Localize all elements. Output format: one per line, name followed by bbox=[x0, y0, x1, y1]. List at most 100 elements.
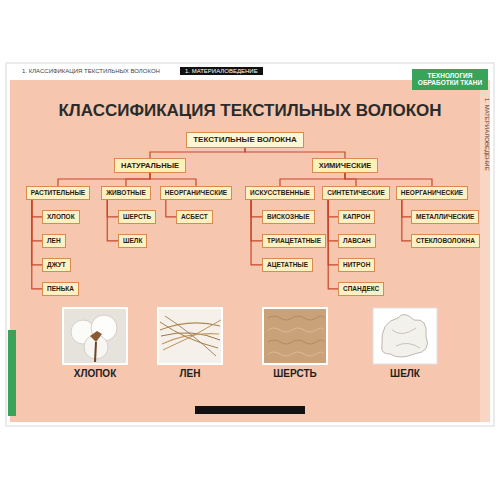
tree-connector bbox=[32, 200, 42, 265]
node-text: ИСКУССТВЕННЫЕ bbox=[250, 189, 310, 197]
photo-caption: ШЕЛК bbox=[390, 368, 420, 379]
group-box: ЖИВОТНЫЕ bbox=[101, 186, 151, 200]
group-box: ИСКУССТВЕННЫЕ bbox=[245, 186, 315, 200]
fiber-box: АСБЕСТ bbox=[176, 210, 213, 224]
node-text: ТЕХНОЛОГИЯ ОБРАБОТКИ ТКАНИ bbox=[416, 72, 484, 87]
wool-texture bbox=[268, 328, 324, 332]
node-text: ВИСКОЗНЫЕ bbox=[267, 213, 310, 221]
node-text: МЕТАЛЛИЧЕСКИЕ bbox=[416, 213, 474, 221]
side-text: 1. МАТЕРИАЛОВЕДЕНИЕ bbox=[484, 98, 490, 171]
fiber-box: СПАНДЕКС bbox=[338, 282, 384, 296]
tree-connector bbox=[328, 200, 338, 289]
fiber-box: ПЕНЬКА bbox=[42, 282, 79, 296]
tree-connector bbox=[402, 200, 411, 241]
node-text: ШЕЛК bbox=[123, 237, 142, 245]
fiber-box: ШЕРСТЬ bbox=[118, 210, 156, 224]
tree-connector bbox=[328, 200, 338, 265]
fiber-box: ТРИАЦЕТАТНЫЕ bbox=[262, 234, 326, 248]
node-text: КАПРОН bbox=[343, 213, 370, 221]
tree-connector bbox=[251, 200, 262, 217]
photo-frame bbox=[373, 308, 437, 364]
group-box: НЕОРГАНИЧЕСКИЕ bbox=[160, 186, 232, 200]
fiber-box: СТЕКЛОВОЛОКНА bbox=[411, 234, 480, 248]
tree-connector bbox=[166, 200, 176, 217]
fiber-box: ХЛОПОК bbox=[42, 210, 80, 224]
group-box: НЕОРГАНИЧЕСКИЕ bbox=[396, 186, 468, 200]
tree-connector bbox=[107, 200, 118, 217]
wool-texture bbox=[268, 340, 324, 344]
wool-photo bbox=[263, 308, 327, 364]
tree-connector bbox=[126, 173, 150, 186]
side-band bbox=[480, 80, 490, 422]
tree-connector bbox=[150, 173, 196, 186]
photo-caption: ШЕРСТЬ bbox=[273, 368, 316, 379]
node-text: ХИМИЧЕСКИЕ bbox=[319, 161, 372, 170]
photo-frame bbox=[63, 308, 127, 364]
silk-cocoon bbox=[382, 314, 428, 357]
tree-connector bbox=[245, 148, 345, 158]
tree-connector bbox=[107, 200, 118, 241]
fiber-box: ДЖУТ bbox=[42, 258, 71, 272]
silk-photo bbox=[373, 308, 437, 364]
photo-frame bbox=[158, 308, 222, 364]
group-box: СИНТЕТИЧЕСКИЕ bbox=[322, 186, 390, 200]
tree-connector bbox=[150, 148, 245, 158]
cotton-stem bbox=[95, 342, 96, 362]
cotton-photo bbox=[63, 308, 127, 364]
section-bar: 1. МАТЕРИАЛОВЕДЕНИЕ bbox=[180, 67, 263, 75]
cotton-boll bbox=[91, 315, 117, 341]
tree-connector bbox=[32, 200, 42, 289]
node-text: СИНТЕТИЧЕСКИЕ bbox=[327, 189, 385, 197]
fiber-box: НИТРОН bbox=[338, 258, 375, 272]
tree-connector bbox=[328, 200, 338, 241]
poster-title: КЛАССИФИКАЦИЯ ТЕКСТИЛЬНЫХ ВОЛОКОН bbox=[0, 101, 500, 121]
photo-caption: ХЛОПОК bbox=[74, 368, 117, 379]
node-text: НЕОРГАНИЧЕСКИЕ bbox=[401, 189, 463, 197]
node-text: НАТУРАЛЬНЫЕ bbox=[121, 161, 179, 170]
category-box: НАТУРАЛЬНЫЕ bbox=[114, 158, 186, 173]
flax-photo bbox=[158, 308, 222, 364]
photo-frame bbox=[263, 308, 327, 364]
header-text: 1. КЛАССИФИКАЦИЯ ТЕКСТИЛЬНЫХ ВОЛОКОН bbox=[22, 68, 160, 74]
tree-connector bbox=[328, 200, 338, 217]
node-text: НИТРОН bbox=[343, 261, 370, 269]
flax-fiber bbox=[165, 316, 216, 356]
tree-connector bbox=[251, 200, 262, 265]
tree-connector bbox=[32, 200, 42, 241]
node-text: РАСТИТЕЛЬНЫЕ bbox=[31, 189, 85, 197]
fiber-box: АЦЕТАТНЫЕ bbox=[262, 258, 313, 272]
node-text: ЛЕН bbox=[47, 237, 61, 245]
flax-fiber bbox=[160, 322, 218, 348]
poster-ground bbox=[10, 80, 480, 422]
bottom-bar bbox=[195, 406, 305, 414]
fiber-box: ШЕЛК bbox=[118, 234, 147, 248]
node-text: НЕОРГАНИЧЕСКИЕ bbox=[165, 189, 227, 197]
node-text: 1. МАТЕРИАЛОВЕДЕНИЕ bbox=[185, 68, 258, 74]
wool-texture bbox=[268, 352, 324, 356]
node-text: ШЕРСТЬ bbox=[123, 213, 151, 221]
node-text: СПАНДЕКС bbox=[343, 285, 379, 293]
silk-texture bbox=[392, 328, 420, 348]
node-text: ДЖУТ bbox=[47, 261, 66, 269]
photo-caption: ЛЕН bbox=[180, 368, 201, 379]
subject-badge: ТЕХНОЛОГИЯ ОБРАБОТКИ ТКАНИ bbox=[412, 69, 488, 90]
tree-connector bbox=[402, 200, 411, 217]
fiber-box: ВИСКОЗНЫЕ bbox=[262, 210, 315, 224]
node-text: СТЕКЛОВОЛОКНА bbox=[416, 237, 475, 245]
fiber-box: МЕТАЛЛИЧЕСКИЕ bbox=[411, 210, 479, 224]
tree-connector bbox=[345, 173, 432, 186]
node-text: ЖИВОТНЫЕ bbox=[106, 189, 146, 197]
category-box: ХИМИЧЕСКИЕ bbox=[312, 158, 379, 173]
node-text: АСБЕСТ bbox=[181, 213, 208, 221]
fiber-box: КАПРОН bbox=[338, 210, 375, 224]
fiber-box: ЛАВСАН bbox=[338, 234, 376, 248]
node-text: ПЕНЬКА bbox=[47, 285, 74, 293]
tree-connector bbox=[32, 200, 42, 217]
wool-texture bbox=[268, 316, 324, 320]
node-text: ЛАВСАН bbox=[343, 237, 371, 245]
fiber-box: ЛЕН bbox=[42, 234, 66, 248]
cotton-husk bbox=[90, 331, 102, 342]
tree-connector bbox=[58, 173, 150, 186]
root-box: ТЕКСТИЛЬНЫЕ ВОЛОКНА bbox=[186, 132, 304, 148]
